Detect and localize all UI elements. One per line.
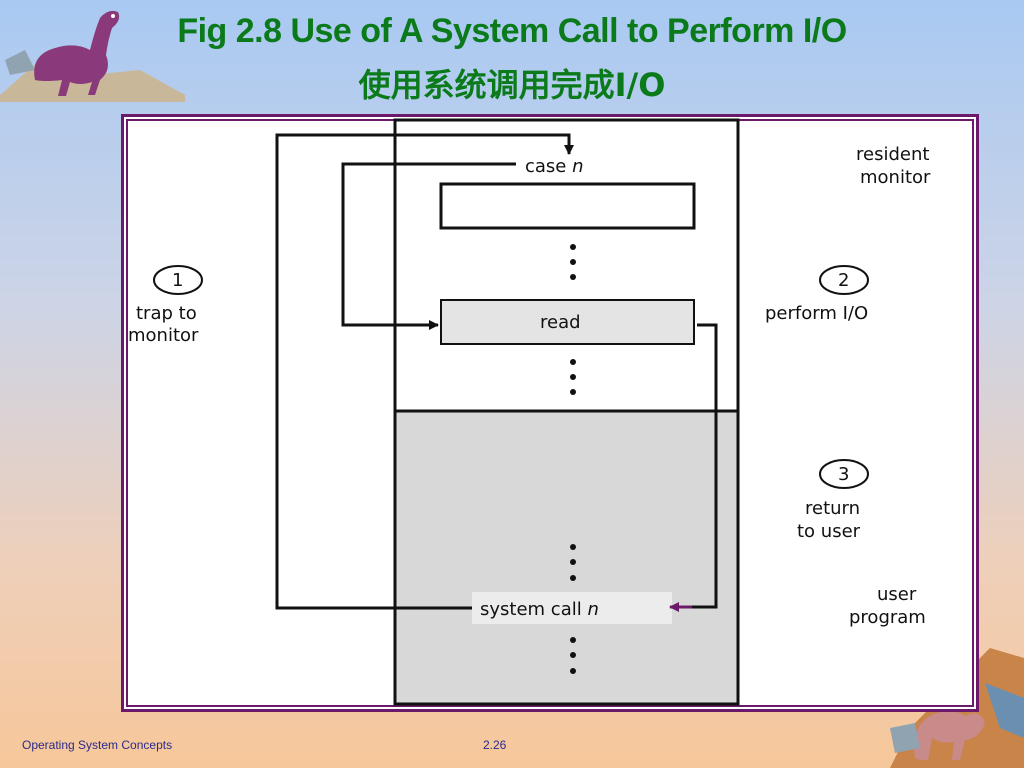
resident-monitor-label-2: monitor xyxy=(860,167,931,188)
step2-label: perform I/O xyxy=(765,303,868,324)
syscall-label-bg xyxy=(472,592,672,624)
user-program-label-1: user xyxy=(877,584,917,605)
step3-number: 3 xyxy=(838,464,849,485)
step1-circle xyxy=(153,265,203,295)
ellipsis-dots-middle xyxy=(570,359,576,395)
footer-page-number: 2.26 xyxy=(483,738,507,752)
user-program-label-2: program xyxy=(849,607,926,628)
resident-monitor-label-1: resident xyxy=(856,144,929,165)
ellipsis-dots-upper xyxy=(570,244,576,280)
case-table-box xyxy=(439,182,696,230)
read-label: read xyxy=(540,312,581,333)
dispatch-arrow xyxy=(341,162,516,330)
step1-number: 1 xyxy=(172,270,183,291)
ellipsis-dots-bottom xyxy=(570,637,576,674)
user-program-area xyxy=(395,411,738,704)
system-call-label: system call n xyxy=(480,599,599,620)
step1-label-2: monitor xyxy=(128,325,199,346)
step3-label-1: return xyxy=(805,498,860,519)
read-routine-box xyxy=(440,299,695,345)
step1-label-1: trap to xyxy=(136,303,197,324)
case-label: case n xyxy=(525,156,584,177)
trap-arrow xyxy=(275,133,574,610)
ellipsis-dots-lower xyxy=(570,544,576,581)
dinosaur-logo-icon xyxy=(0,10,185,102)
return-line xyxy=(690,323,718,609)
step3-circle xyxy=(819,459,869,489)
slide-subtitle-chinese: 使用系统调用完成I/O xyxy=(358,66,666,104)
step2-number: 2 xyxy=(838,270,849,291)
step2-circle xyxy=(819,265,869,295)
step3-label-2: to user xyxy=(797,521,861,542)
footer-course-title: Operating System Concepts xyxy=(22,738,173,752)
slide-title: Fig 2.8 Use of A System Call to Perform … xyxy=(177,12,847,50)
